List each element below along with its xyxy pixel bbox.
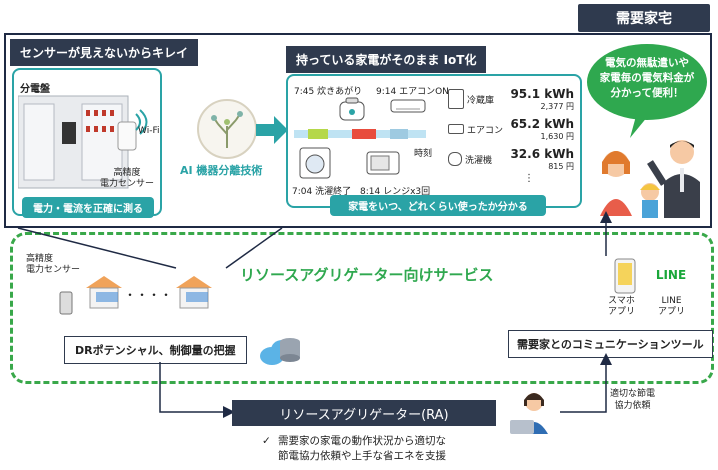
appliance-name: 冷蔵庫 xyxy=(467,95,495,106)
appliance-name: エアコン xyxy=(467,125,504,136)
line-app-line1: LINE xyxy=(661,296,682,306)
appliance-row-fridge: 冷蔵庫 95.1 kWh 2,377 円 xyxy=(448,84,574,114)
line-logo-icon: LINE xyxy=(654,262,688,288)
event-cooked: 7:45 炊きあがり xyxy=(294,87,363,97)
line-app-label: LINE アプリ xyxy=(658,296,685,318)
dr-potential-label: DRポテンシャル、制御量の把握 xyxy=(64,336,247,364)
operator-illustration xyxy=(510,393,548,434)
ra-sensor-line2: 電力センサー xyxy=(26,265,81,275)
left-sensor-line1: 高精度 xyxy=(113,168,141,178)
smartphone-icon xyxy=(614,258,636,294)
iot-panel-bottom-label: 家電をいつ、どれくらい使ったか分かる xyxy=(330,195,546,216)
request-line2: 協力依頼 xyxy=(614,401,651,411)
ra-desc-line1: 需要家の家電の動作状況から適切な xyxy=(278,435,446,447)
ra-sensor-label: 高精度 電力センサー xyxy=(26,254,80,276)
houses-illustration xyxy=(59,276,212,315)
ra-box: リソースアグリゲーター(RA) xyxy=(232,400,496,426)
aircon-icon xyxy=(390,99,426,113)
ra-sensor-line1: 高精度 xyxy=(26,254,54,264)
speech-line2: 家電毎の電気料金が xyxy=(599,72,695,84)
consumer-house-label: 需要家宅 xyxy=(616,11,672,27)
appliance-kwh: 32.6 kWh xyxy=(510,146,574,161)
aircon-small-icon xyxy=(448,124,464,134)
microwave-icon xyxy=(366,151,400,175)
iot-panel-title: 持っている家電がそのまま IoT化 xyxy=(286,46,487,73)
consumer-house-tab: 需要家宅 xyxy=(578,4,710,32)
family-illustration xyxy=(600,140,700,218)
request-line1: 適切な節電 xyxy=(610,389,656,399)
left-panel-bottom-label: 電力・電流を正確に測る xyxy=(22,197,154,218)
appliance-name: 洗濯機 xyxy=(465,155,493,166)
washing-machine-icon xyxy=(299,147,331,179)
smartphone-line2: アプリ xyxy=(608,307,636,317)
left-sensor-line2: 電力センサー xyxy=(100,179,155,189)
check-icon: ✓ xyxy=(262,435,271,447)
houses-ellipsis: ・・・・ xyxy=(124,288,173,302)
rice-cooker-icon xyxy=(339,97,365,121)
fridge-icon xyxy=(448,89,464,109)
appliance-list: 冷蔵庫 95.1 kWh 2,377 円 エアコン 65.2 kWh 1,630… xyxy=(448,84,574,184)
speech-line3: 分かって便利！ xyxy=(610,87,684,99)
ra-service-title: リソースアグリゲーター向けサービス xyxy=(240,266,494,284)
appliance-yen: 815 円 xyxy=(548,161,574,171)
appliance-more: ⋮ xyxy=(524,173,534,184)
ai-technology-label: AI 機器分離技術 xyxy=(180,164,263,177)
event-microwave: 8:14 レンジx3回 xyxy=(360,187,431,197)
speech-text: 電気の無駄遣いや 家電毎の電気料金が 分かって便利！ xyxy=(590,56,704,101)
consumer-house-frame xyxy=(4,33,712,228)
smartphone-app-label: スマホ アプリ xyxy=(608,296,635,318)
event-washer-done: 7:04 洗濯終了 xyxy=(292,187,352,197)
speech-line1: 電気の無駄遣いや xyxy=(605,57,689,69)
distribution-panel-illustration xyxy=(18,95,148,189)
left-panel-title: センサーが見えないからキレイ xyxy=(10,39,199,66)
request-label: 適切な節電 協力依頼 xyxy=(610,388,655,412)
ra-desc-line2: 節電協力依頼や上手な省エネを支援 xyxy=(278,450,446,462)
communication-tool-label: 需要家とのコミュニケーションツール xyxy=(508,330,713,358)
ai-separation-icon xyxy=(197,99,257,159)
line-app-line2: アプリ xyxy=(658,307,686,317)
ra-service-frame xyxy=(10,232,714,384)
time-axis-label: 時刻 xyxy=(414,149,433,159)
event-aircon-on: 9:14 エアコンON xyxy=(376,87,449,97)
appliance-row-aircon: エアコン 65.2 kWh 1,630 円 xyxy=(448,114,574,144)
smartphone-line1: スマホ xyxy=(608,296,635,306)
speech-bubble xyxy=(587,44,707,138)
cloud-database-icon xyxy=(260,338,300,365)
appliance-kwh: 95.1 kWh xyxy=(510,86,574,101)
appliance-yen: 2,377 円 xyxy=(540,101,574,111)
ai-arrow-icon xyxy=(256,116,288,144)
distribution-panel-label: 分電盤 xyxy=(20,84,50,95)
ra-description: ✓ 需要家の家電の動作状況から適切な 節電協力依頼や上手な省エネを支援 xyxy=(262,434,446,464)
appliance-yen: 1,630 円 xyxy=(540,131,574,141)
timeline-bar xyxy=(294,129,426,139)
washer-small-icon xyxy=(448,152,462,166)
appliance-row-washer: 洗濯機 32.6 kWh 815 円 xyxy=(448,144,574,174)
wifi-label: Wi-Fi xyxy=(138,126,160,136)
left-sensor-label: 高精度 電力センサー xyxy=(100,168,154,190)
appliance-kwh: 65.2 kWh xyxy=(510,116,574,131)
